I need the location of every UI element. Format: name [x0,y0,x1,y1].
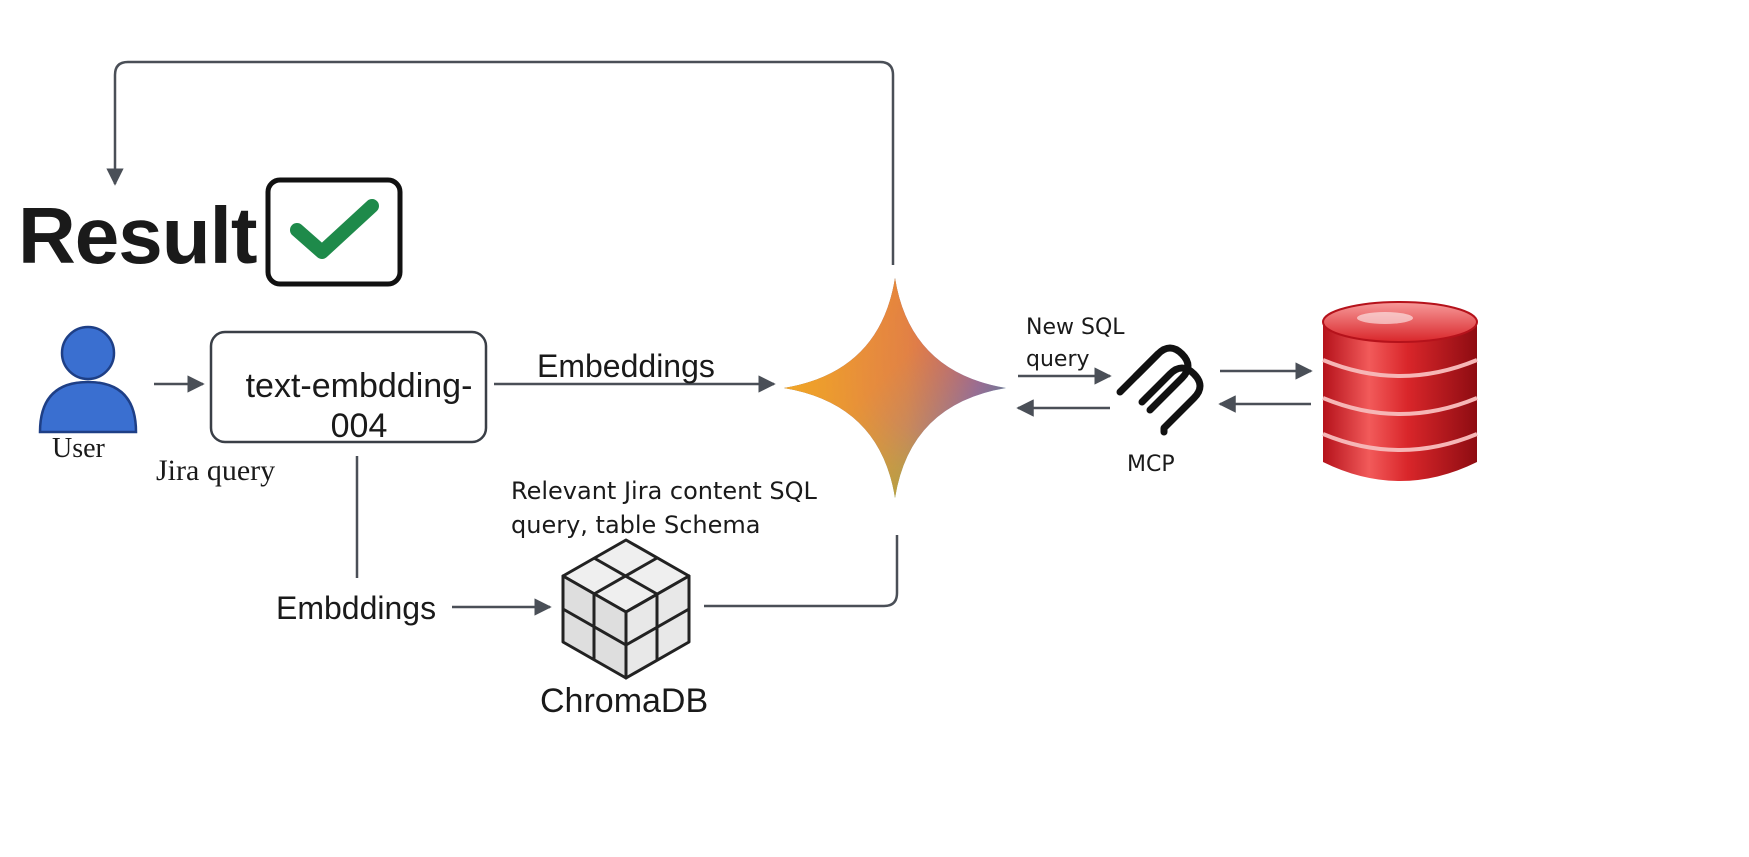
check-icon [265,177,403,287]
embedding-model-box [209,330,488,444]
user-label: User [52,433,105,464]
chromadb-label: ChromaDB [540,682,709,720]
jira-query-label: Jira query [156,454,276,487]
new-sql-query-label: New SQL query [1026,315,1125,372]
mcp-icon [1116,344,1204,436]
cube-icon [561,538,691,680]
mcp-label: MCP [1127,452,1175,477]
user-icon [38,325,138,434]
relevant-context-label: Relevant Jira content SQL query, table S… [511,477,817,539]
embddings-label: Embddings [276,590,437,626]
result-feedback-arrow [106,60,895,265]
database-icon [1322,301,1478,481]
chroma-to-llm-line [704,535,899,608]
embeddings-label: Embeddings [537,348,715,384]
gemini-star-icon [784,278,1006,498]
embedding-model-label: text-embdding-004 [245,367,473,445]
result-title: Result [18,191,257,280]
